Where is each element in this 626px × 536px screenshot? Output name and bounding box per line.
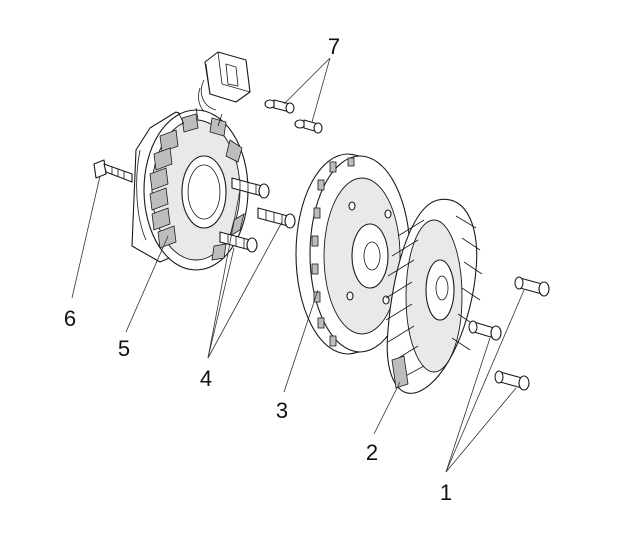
stator-assembly	[131, 51, 251, 271]
callout-2: 2	[366, 440, 378, 465]
callout-4: 4	[200, 366, 212, 391]
callout-7: 7	[328, 34, 340, 59]
screw-4b	[257, 207, 296, 229]
screw-7b	[294, 119, 323, 134]
callout-3: 3	[276, 398, 288, 423]
screw-4c	[219, 231, 258, 253]
screw-7a	[264, 99, 295, 114]
callout-1: 1	[440, 480, 452, 505]
screw-1c	[494, 370, 530, 391]
leader-lines	[71, 57, 525, 473]
callout-6: 6	[64, 306, 76, 331]
screw-1b	[468, 320, 502, 341]
rotor-flywheel	[295, 153, 411, 355]
screw-4a	[231, 177, 270, 199]
cooling-fan	[385, 198, 483, 394]
callout-5: 5	[118, 336, 130, 361]
screw-1a	[514, 276, 550, 297]
screw-6	[93, 159, 133, 183]
